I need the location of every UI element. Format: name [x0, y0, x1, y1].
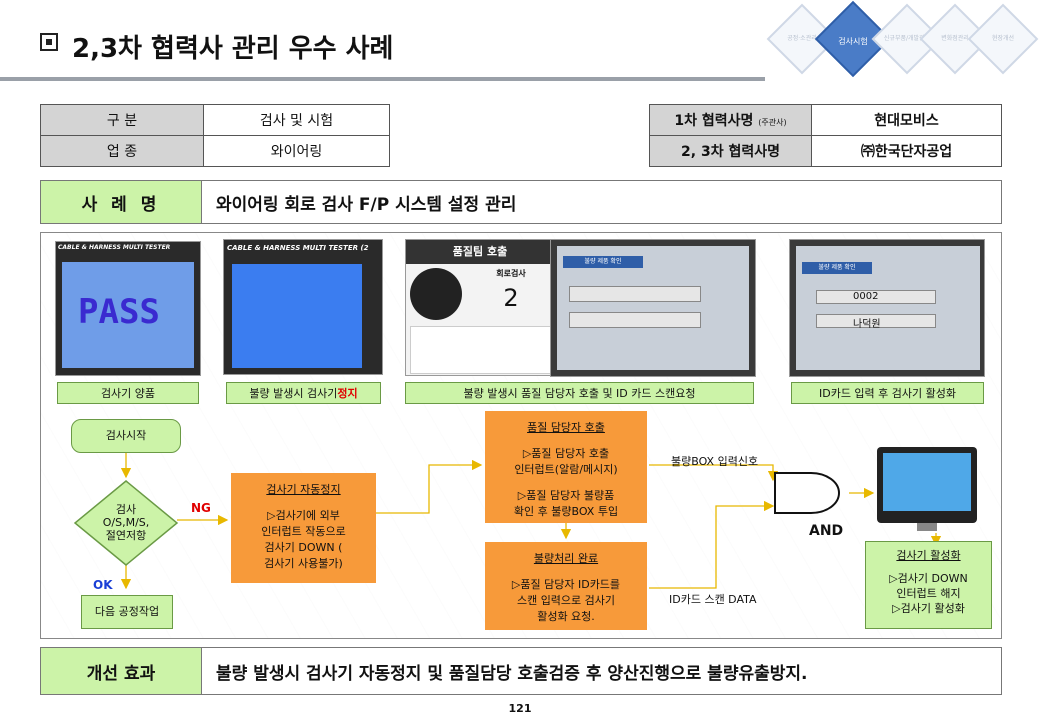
ng-label: NG — [191, 501, 211, 515]
screen-field — [569, 286, 701, 302]
tester-stop-photo: CABLE & HARNESS MULTI TESTER (2 — [223, 239, 383, 375]
defect-done-line: ▷품질 담당자 ID카드를 — [511, 578, 621, 591]
diamond-line: 절연저항 — [105, 529, 147, 542]
id-value: 0002 — [816, 290, 936, 304]
caption-4: ID카드 입력 후 검사기 활성화 — [791, 382, 984, 404]
quality-call-title: 품질 담당자 호출 — [527, 421, 605, 434]
info-key-note: (주관사) — [758, 118, 787, 127]
flow-connectors — [73, 453, 942, 590]
tester-screen-blank — [232, 264, 362, 368]
next-process: 다음 공정작업 — [81, 595, 173, 629]
quality-call-line: 확인 후 불량BOX 투입 — [513, 505, 619, 518]
title-rule — [0, 77, 765, 81]
info-key: 구 분 — [40, 104, 204, 136]
auto-stop-line: 인터럽트 작동으로 — [261, 525, 346, 538]
nav-label-4: 변화점관리 — [941, 35, 969, 42]
id-input-photo: 불량 제품 확인 0002 나덕원 — [789, 239, 985, 377]
quality-call-line: ▷품질 담당자 불량품 — [517, 489, 615, 502]
nav-label-active: 검사시험 — [838, 37, 868, 46]
nav-label-5: 현장개선 — [991, 35, 1015, 42]
auto-stop-line: ▷검사기에 외부 — [267, 509, 340, 522]
screen-tab: 불량 제품 확인 — [802, 262, 872, 274]
diamond-line: 검사 — [115, 503, 137, 516]
defect-done-box: 불량처리 완료 ▷품질 담당자 ID카드를 스캔 입력으로 검사기 활성화 요청… — [485, 542, 647, 630]
defect-done-line: 스캔 입력으로 검사기 — [516, 594, 616, 607]
quality-call-line: ▷품질 담당자 호출 — [522, 447, 610, 460]
auto-stop-title: 검사기 자동정지 — [266, 483, 341, 496]
nav-label-1: 공정·소관리 — [787, 35, 817, 42]
quality-call-spacer — [485, 477, 647, 487]
activate-box: 검사기 활성화 ▷검사기 DOWN 인터럽트 해지 ▷검사기 활성화 — [865, 541, 992, 629]
nav-label-3: 신규부품/개발관리 — [883, 35, 931, 42]
defect-done-line: 활성화 요청. — [537, 610, 595, 623]
section-nav: 공정·소관리 검사시험 신규부품/개발관리 변화점관리 현장개선 — [765, 0, 1040, 90]
monitor-stand — [917, 523, 937, 531]
info-value: 현대모비스 — [811, 104, 1002, 136]
staff-list-photo — [410, 326, 552, 374]
caption-1: 검사기 양품 — [57, 382, 199, 404]
info-key: 업 종 — [40, 135, 204, 167]
info-table-right: 1차 협력사명 (주관사) 현대모비스 2, 3차 협력사명 ㈜한국단자공업 — [649, 104, 1002, 167]
id-screen: 불량 제품 확인 0002 나덕원 — [796, 246, 980, 370]
info-value: 와이어링 — [203, 135, 390, 167]
title-bullet-icon — [40, 33, 58, 51]
case-label: 사 례 명 — [40, 180, 202, 224]
screen-tab: 불량 제품 확인 — [563, 256, 643, 268]
caption-2: 불량 발생시 검사기 정지 — [226, 382, 381, 404]
quality-call-box: 품질 담당자 호출 ▷품질 담당자 호출 인터럽트(알람/메시지) ▷품질 담당… — [485, 411, 647, 523]
effect-label: 개선 효과 — [40, 647, 202, 695]
and-label: AND — [809, 523, 844, 539]
and-gate-icon — [774, 472, 840, 514]
caption-2-red: 정지 — [337, 387, 358, 400]
auto-stop-line: 검사기 사용불가) — [264, 557, 343, 570]
defect-done-title: 불량처리 완료 — [533, 552, 599, 565]
call-number: 2 — [503, 284, 519, 312]
call-button-photo — [410, 268, 462, 320]
page-title: 2,3차 협력사 관리 우수 사례 — [72, 34, 394, 64]
quality-call-line: 인터럽트(알람/메시지) — [514, 463, 618, 476]
diamond-line: O/S,M/S, — [102, 516, 150, 529]
photo-header: CABLE & HARNESS MULTI TESTER (2 — [227, 244, 369, 252]
id-name: 나덕원 — [816, 314, 936, 330]
info-table-left: 구 분 검사 및 시험 업 종 와이어링 — [40, 104, 390, 167]
flow-start: 검사시작 — [71, 419, 181, 453]
auto-stop-box: 검사기 자동정지 ▷검사기에 외부 인터럽트 작동으로 검사기 DOWN ( 검… — [231, 473, 376, 583]
auto-stop-line: 검사기 DOWN ( — [264, 541, 343, 554]
activate-line: ▷검사기 활성화 — [892, 602, 965, 615]
activate-line: 인터럽트 해지 — [896, 587, 961, 600]
monitor-icon — [877, 447, 977, 531]
pass-text: PASS — [78, 292, 160, 332]
call-subtitle: 회로검사 — [496, 269, 526, 278]
defect-confirm-photo: 불량 제품 확인 — [550, 239, 756, 377]
tester-pass-photo: CABLE & HARNESS MULTI TESTER PASS — [55, 241, 201, 376]
diamond-text: 검사 O/S,M/S, 절연저항 — [81, 503, 171, 542]
quality-call-photo: 품질팀 호출 회로검사 2 — [405, 239, 553, 376]
check-diamond — [73, 480, 179, 566]
screen-field — [569, 312, 701, 328]
info-key: 2, 3차 협력사명 — [649, 135, 812, 167]
signal-label-1: 불량BOX 입력신호 — [671, 455, 759, 468]
tester-screen: PASS — [62, 262, 194, 368]
monitor-screen — [883, 453, 971, 511]
photo-header: CABLE & HARNESS MULTI TESTER — [58, 244, 171, 251]
call-title: 품질팀 호출 — [406, 240, 552, 264]
activate-line: ▷검사기 DOWN — [889, 572, 968, 585]
info-key: 1차 협력사명 (주관사) — [649, 104, 812, 136]
case-panel: CABLE & HARNESS MULTI TESTER PASS CABLE … — [40, 232, 1002, 639]
info-value: 검사 및 시험 — [203, 104, 390, 136]
ok-label: OK — [93, 578, 113, 592]
case-text: 와이어링 회로 검사 F/P 시스템 설정 관리 — [202, 180, 1002, 224]
activate-title: 검사기 활성화 — [896, 549, 961, 562]
caption-3: 불량 발생시 품질 담당자 호출 및 ID 카드 스캔요청 — [405, 382, 754, 404]
signal-label-2: ID카드 스캔 DATA — [669, 593, 757, 606]
page-number: 121 — [508, 702, 532, 715]
effect-text: 불량 발생시 검사기 자동정지 및 품질담당 호출검증 후 양산진행으로 불량유… — [202, 647, 1002, 695]
defect-screen: 불량 제품 확인 — [557, 246, 749, 370]
info-value: ㈜한국단자공업 — [811, 135, 1002, 167]
caption-2-text: 불량 발생시 검사기 — [249, 387, 338, 400]
info-key-text: 1차 협력사명 — [674, 113, 754, 129]
